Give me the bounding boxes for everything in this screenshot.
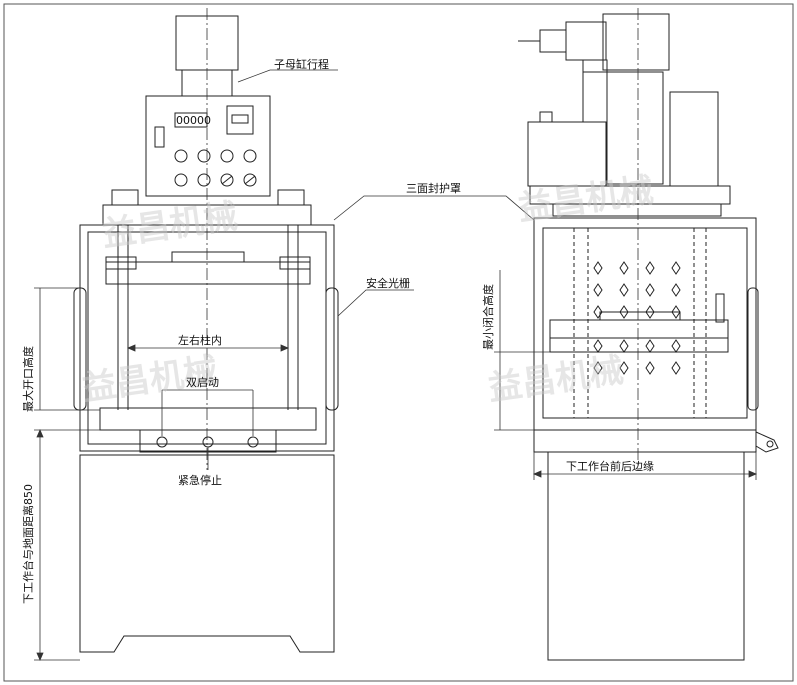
side-bracket [755,431,779,453]
side-light-curtain [747,287,759,411]
panel-button [174,173,188,187]
watermark-text: 益昌机械 [516,170,656,229]
side-view [518,13,779,661]
label-table-front-back: 下工作台前后边缘 [566,459,654,473]
side-moving-plate [549,319,729,339]
front-base [79,454,335,653]
panel-button [220,173,234,187]
start-button-left [156,436,168,448]
selector-switch [226,105,254,135]
side-base [547,451,745,661]
light-curtain-right [325,287,339,411]
side-column [606,71,664,185]
panel-button [243,149,257,163]
label-max-opening-height: 最大开口高度 [21,346,35,412]
upper-die [171,251,245,263]
panel-button [197,173,211,187]
watermark-text: 益昌机械 [486,350,626,409]
side-tank [669,91,719,187]
label-dual-start: 双启动 [186,376,219,389]
label-emergency-stop: 紧急停止 [178,473,222,487]
vent-pattern [593,261,681,375]
side-rod [582,71,608,123]
lower-table [99,407,317,431]
top-nut-left [111,189,139,206]
label-sub-cylinder-stroke: 子母缸行程 [274,57,329,71]
label-three-side-cover: 三面封护罩 [406,181,461,195]
label-safety-light-curtain: 安全光栅 [366,276,410,290]
side-motor-box [527,121,607,187]
label-inner-column-spacing: 左右柱内 [178,333,222,347]
door-handle [715,293,725,323]
dimension-lines [34,8,758,662]
control-box [145,95,271,197]
selector-knob [231,114,249,124]
key-switch [154,126,165,148]
panel-button [220,149,234,163]
counter-display-text: 00000 [176,114,211,127]
valve-solenoid [539,29,567,53]
side-cylinder [602,13,670,71]
drawing-border [3,3,794,682]
top-nut-right [277,189,305,206]
panel-button [197,149,211,163]
label-min-closed-height: 最小闭合高度 [481,284,495,350]
start-button-right [247,436,259,448]
side-lower-table [533,429,757,453]
moving-plate [105,261,311,285]
emergency-stop-button [202,436,214,448]
panel-button [243,173,257,187]
valve-block [565,21,607,61]
label-table-to-floor: 下工作台与地面距离850 [21,484,35,604]
panel-button [174,149,188,163]
